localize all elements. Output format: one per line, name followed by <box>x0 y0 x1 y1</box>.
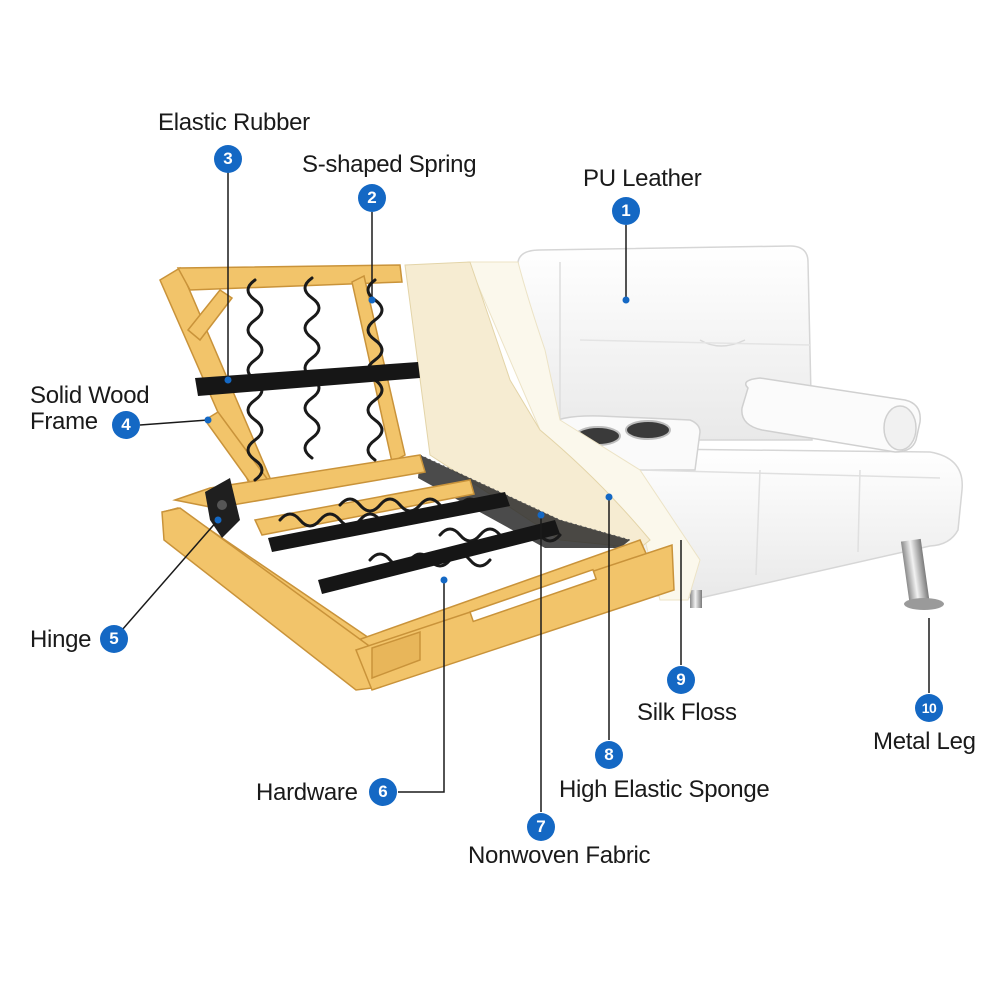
label-solid-wood-frame: Solid Wood Frame <box>30 382 150 435</box>
badge-8: 8 <box>595 741 623 769</box>
label-high-elastic-sponge: High Elastic Sponge <box>559 776 770 803</box>
badge-7: 7 <box>527 813 555 841</box>
label-s-shaped-spring: S-shaped Spring <box>302 151 477 178</box>
label-hardware: Hardware <box>256 779 358 806</box>
label-pu-leather: PU Leather <box>583 165 702 192</box>
hinge <box>205 478 240 538</box>
label-hinge: Hinge <box>30 626 92 653</box>
rubber-strap-back <box>195 362 420 396</box>
leader-5 <box>121 519 219 631</box>
back-frame-top-rail <box>176 264 403 291</box>
leader-dots <box>204 296 630 584</box>
rubber-strap-seat-1 <box>268 492 510 552</box>
badge-3: 3 <box>214 145 242 173</box>
badge-9: 9 <box>667 666 695 694</box>
base-frame-inner <box>371 630 421 680</box>
badge-2: 2 <box>358 184 386 212</box>
label-nonwoven-fabric: Nonwoven Fabric <box>468 842 651 869</box>
label-elastic-rubber: Elastic Rubber <box>158 109 310 136</box>
label-silk-floss: Silk Floss <box>637 699 737 726</box>
leader-4 <box>139 419 209 426</box>
sofa-armrest <box>741 377 921 453</box>
cup-holder-right <box>625 420 671 440</box>
wood-frame <box>159 264 675 691</box>
badge-1: 1 <box>612 197 640 225</box>
badge-5: 5 <box>100 625 128 653</box>
label-metal-leg: Metal Leg <box>873 728 976 755</box>
leather-sofa <box>517 245 963 610</box>
badge-4: 4 <box>112 411 140 439</box>
metal-leg-right <box>900 538 930 604</box>
badge-10: 10 <box>915 694 943 722</box>
rubber-strap-seat-2 <box>318 520 560 594</box>
spring-back-2 <box>303 276 321 460</box>
base-frame-cutout <box>469 568 598 623</box>
leader-6 <box>398 580 445 793</box>
elastic-rubber-straps <box>195 362 560 594</box>
back-frame-brace <box>186 288 234 342</box>
leader-lines <box>121 172 930 812</box>
metal-leg-left <box>690 590 702 608</box>
badge-6: 6 <box>369 778 397 806</box>
